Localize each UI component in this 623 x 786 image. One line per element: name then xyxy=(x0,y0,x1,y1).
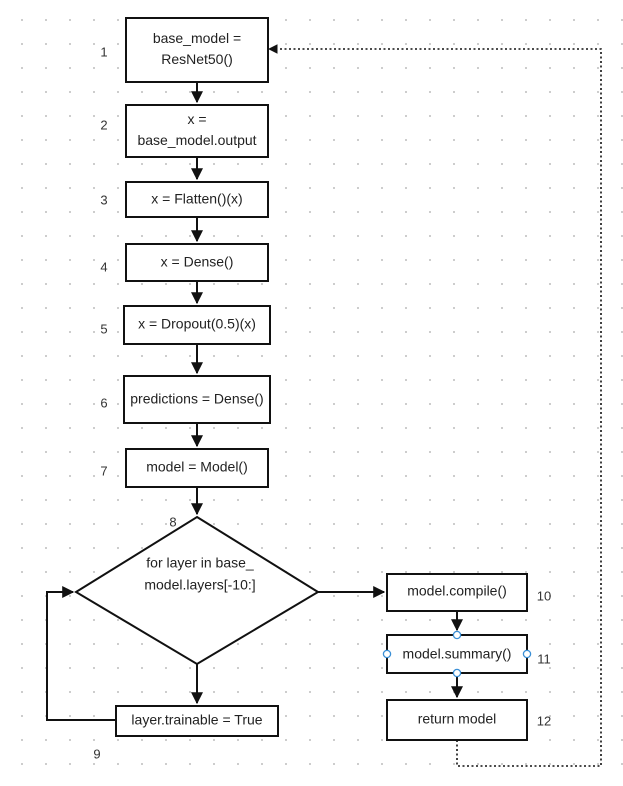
n8-step-number: 8 xyxy=(169,514,176,529)
node-2-box[interactable] xyxy=(125,104,269,158)
n11-label-line-1: model.summary() xyxy=(403,646,512,662)
connectors xyxy=(46,44,602,767)
n6-step-number: 6 xyxy=(100,395,107,410)
n5-step-number: 5 xyxy=(100,321,107,336)
selection-handles xyxy=(382,630,532,678)
n2-label-line-2: base_model.output xyxy=(137,132,256,148)
n1-label-line-1: base_model = xyxy=(153,30,241,46)
n8-label-line-1: for layer in base_ xyxy=(146,555,254,571)
node-9-box[interactable] xyxy=(115,705,279,737)
n10-step-number: 10 xyxy=(537,588,551,603)
n2-label-line-1: x = xyxy=(187,111,206,127)
n3-step-number: 3 xyxy=(100,192,107,207)
node-7-box[interactable] xyxy=(125,448,269,488)
node-4-box[interactable] xyxy=(125,243,269,282)
n8-label-line-2: model.layers[-10:] xyxy=(144,577,255,593)
node-10-box[interactable] xyxy=(386,573,528,612)
node-3-box[interactable] xyxy=(125,181,269,218)
n9-step-number: 9 xyxy=(93,746,100,761)
edge-9-8-loop xyxy=(46,586,116,721)
n6-label-line-1: predictions = Dense() xyxy=(130,391,263,407)
node-labels: base_model = ResNet50() x = base_model.outp… xyxy=(130,30,511,728)
n10-label-line-1: model.compile() xyxy=(407,583,507,599)
node-5-box[interactable] xyxy=(123,305,271,345)
n11-step-number: 11 xyxy=(537,651,551,666)
n3-label-line-1: x = Flatten()(x) xyxy=(151,191,242,207)
handle-top[interactable] xyxy=(452,630,462,640)
n12-label-line-1: return model xyxy=(418,711,497,727)
n1-step-number: 1 xyxy=(100,44,107,59)
handle-right[interactable] xyxy=(522,649,532,659)
n7-label-line-1: model = Model() xyxy=(146,459,248,475)
n4-label-line-1: x = Dense() xyxy=(161,254,234,270)
node-12-box[interactable] xyxy=(386,699,528,741)
handle-bottom[interactable] xyxy=(452,668,462,678)
node-8-decision[interactable] xyxy=(74,515,320,666)
n7-step-number: 7 xyxy=(100,463,107,478)
n2-step-number: 2 xyxy=(100,117,107,132)
n1-label-line-2: ResNet50() xyxy=(161,51,233,67)
handle-left[interactable] xyxy=(382,649,392,659)
n12-step-number: 12 xyxy=(537,713,551,728)
n5-label-line-1: x = Dropout(0.5)(x) xyxy=(138,316,256,332)
n9-label-line-1: layer.trainable = True xyxy=(131,712,262,728)
n4-step-number: 4 xyxy=(100,259,107,274)
node-6-box[interactable] xyxy=(123,375,271,424)
node-1-box[interactable] xyxy=(125,17,269,83)
